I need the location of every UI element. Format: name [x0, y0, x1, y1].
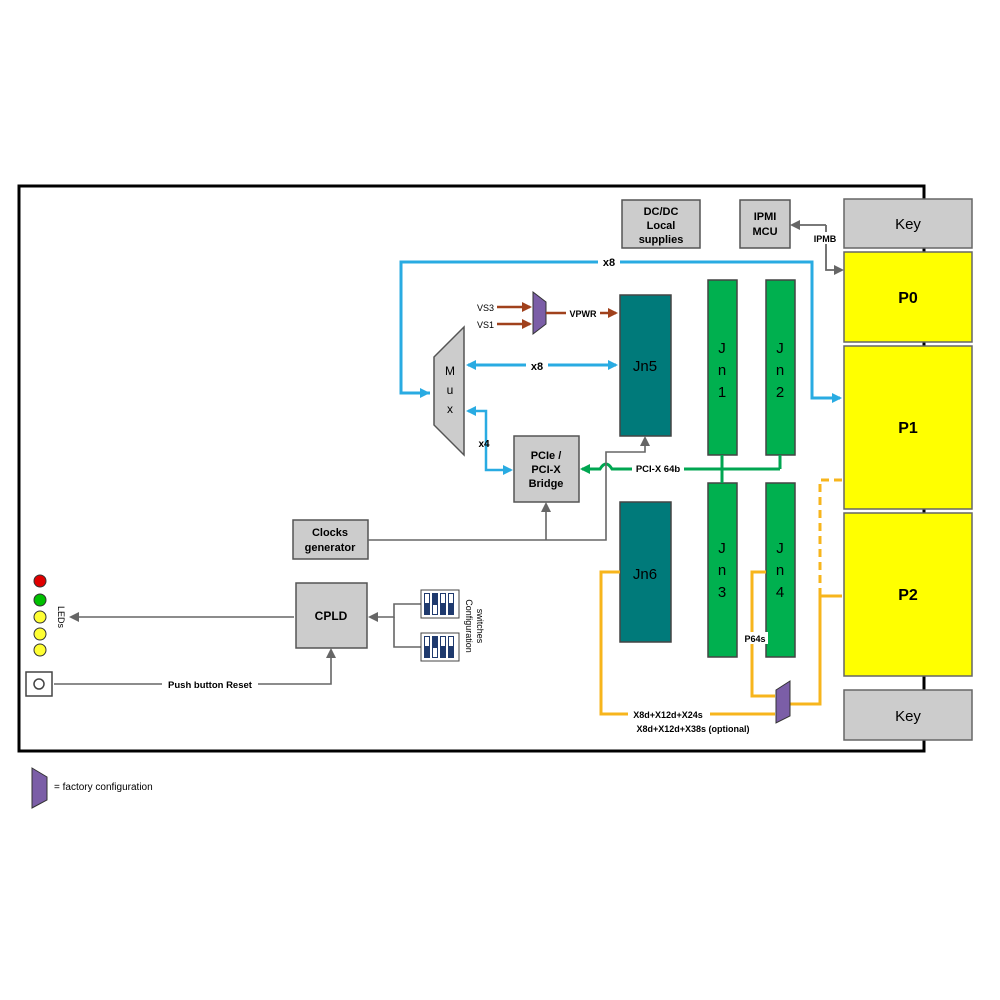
p1-label: P1 [898, 420, 918, 437]
ipmi-line1: IPMI [754, 211, 777, 223]
p64s-bg [742, 632, 768, 644]
led-yellow-1 [33, 610, 47, 624]
io-line1-label: X8d+X12d+X24s [633, 710, 703, 720]
reset-to-cpld [54, 648, 336, 685]
ipmi-line2: MCU [752, 226, 777, 238]
cpld-label: CPLD [315, 609, 348, 623]
vs1-label: VS1 [477, 320, 494, 330]
dcdc-line1: DC/DC [644, 206, 679, 218]
jn2-letter-n: n [776, 362, 784, 379]
x4-link-mux-bridge [466, 406, 513, 475]
reset-button-icon [33, 678, 45, 690]
mux-letter-x: x [447, 402, 453, 416]
x8-mid-label: x8 [531, 361, 543, 373]
pcix-label: PCI-X 64b [636, 464, 681, 475]
x8-top-bg [598, 255, 620, 269]
connector-jn5 [619, 294, 672, 437]
connector-jn4 [765, 482, 796, 658]
connector-p2 [843, 512, 973, 677]
mux-letter-u: u [447, 383, 454, 397]
led-red [33, 574, 47, 588]
p2-label: P2 [898, 587, 918, 604]
clocks-line2: generator [305, 542, 356, 554]
bridge-line3: Bridge [529, 478, 564, 490]
dip-switch-1 [420, 589, 460, 619]
mux-letter-m: M [445, 364, 455, 378]
jn1-letter-n: n [718, 362, 726, 379]
led-yellow-3 [33, 643, 47, 657]
p64s-label: P64s [744, 634, 765, 644]
config-label-line1: Configuration [464, 599, 474, 653]
jn4-digit: 4 [776, 584, 784, 601]
jn2-digit: 2 [776, 384, 784, 401]
clock-line [368, 468, 607, 541]
ipmb-label-bg [810, 232, 842, 244]
rear-io-optional-p1 [818, 478, 842, 596]
x8-top-label: x8 [603, 257, 615, 269]
reset-label: Push button Reset [168, 680, 253, 691]
key-top-label: Key [895, 216, 921, 233]
dcdc-block [621, 199, 701, 249]
connector-p1 [843, 345, 973, 510]
x8-arrow-mux [420, 388, 430, 398]
jn1-letter-j: J [718, 340, 726, 357]
vpwr-bg [566, 307, 600, 319]
ipmb-label: IPMB [814, 234, 837, 244]
switch1-to-cpld [368, 603, 421, 622]
legend-mux-icon [31, 767, 48, 809]
clocks-line1: Clocks [312, 527, 348, 539]
key-top [843, 198, 973, 249]
switch2-to-cpld [393, 617, 421, 648]
rear-io-to-p2 [790, 594, 842, 706]
vpwr-label: VPWR [570, 309, 598, 319]
vs3-label: VS3 [477, 303, 494, 313]
x8-mid-bg [526, 358, 548, 372]
dcdc-line3: supplies [639, 234, 684, 246]
power-mux-factory-config [532, 290, 547, 336]
rear-io-mux-factory-config [775, 680, 791, 724]
pcie-pcix-bridge [513, 435, 580, 503]
connector-jn6 [619, 501, 672, 643]
clocks-generator [292, 519, 369, 560]
jn6-label: Jn6 [633, 566, 657, 583]
mux-block [433, 325, 465, 457]
legend-label: = factory configuration [54, 782, 153, 793]
p0-label: P0 [898, 290, 918, 307]
reset-label-bg [162, 678, 258, 690]
ipmi-mcu-block [739, 199, 791, 249]
io-line2-label: X8d+X12d+X38s (optional) [636, 724, 749, 734]
jn3-letter-j: J [718, 540, 726, 557]
led-green [33, 593, 47, 607]
dcdc-line2: Local [647, 220, 676, 232]
jn3-letter-n: n [718, 562, 726, 579]
jn2-letter-j: J [776, 340, 784, 357]
connector-p0 [843, 251, 973, 343]
x4-label: x4 [478, 439, 490, 450]
bridge-line2: PCI-X [531, 464, 561, 476]
board-outline [17, 184, 926, 753]
clock-to-jn5 [605, 436, 650, 468]
leds-label: LEDs [56, 606, 66, 629]
led-yellow-2 [33, 627, 47, 641]
dip-switch-2 [420, 632, 460, 662]
config-label-line2: switches [475, 609, 485, 644]
key-bottom-label: Key [895, 708, 921, 725]
jn1-digit: 1 [718, 384, 726, 401]
bridge-line1: PCIe / [531, 450, 562, 462]
pcix-label-bg [632, 462, 684, 475]
jn3-digit: 3 [718, 584, 726, 601]
io-line1-bg [628, 708, 710, 720]
jn5-label: Jn5 [633, 358, 657, 375]
jn4-letter-j: J [776, 540, 784, 557]
jn4-letter-n: n [776, 562, 784, 579]
key-bottom [843, 689, 973, 741]
